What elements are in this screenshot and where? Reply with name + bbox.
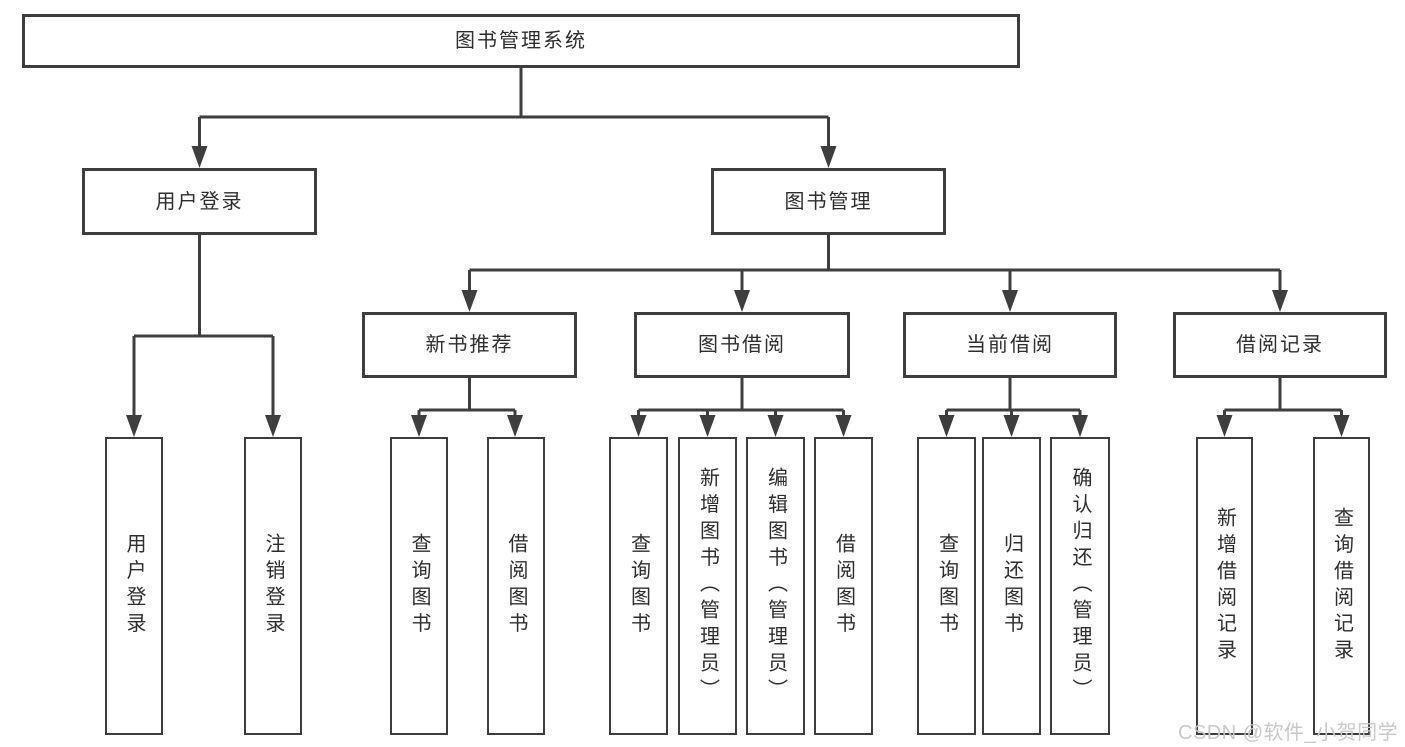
node-label: 图书借阅: [698, 334, 786, 356]
leaf-query-borrow-record: 查询借阅记录: [1313, 437, 1370, 735]
node-label: 查询图书: [935, 533, 958, 639]
leaf-add-borrow-record: 新增借阅记录: [1196, 437, 1253, 735]
arrowhead: [699, 415, 716, 437]
arrowhead: [938, 415, 955, 437]
arrowhead: [1003, 415, 1020, 437]
node-label: 图书管理: [784, 190, 873, 213]
edge-new-book-recommend-children: [417, 378, 517, 422]
leaf-current-query-books: 查询图书: [917, 437, 976, 735]
arrowhead: [191, 146, 208, 168]
node-label: 查询借阅记录: [1330, 506, 1353, 666]
arrowhead: [630, 415, 647, 437]
node-label: 编辑图书（管理员）: [764, 467, 787, 705]
edge-borrow-records-children: [1223, 378, 1343, 422]
node-library-management-system: 图书管理系统: [22, 14, 1020, 68]
leaf-confirm-return-admin: 确认归还（管理员）: [1050, 437, 1110, 735]
arrowhead: [1216, 415, 1233, 437]
arrowhead: [461, 290, 478, 312]
node-book-borrow: 图书借阅: [634, 312, 850, 378]
node-label: 借阅图书: [832, 533, 855, 639]
arrowhead: [1072, 415, 1088, 437]
node-label: 新增图书（管理员）: [696, 467, 719, 705]
leaf-edit-books-admin: 编辑图书（管理员）: [746, 437, 805, 735]
node-label: 查询图书: [408, 533, 430, 639]
leaf-borrow-books: 借阅图书: [814, 437, 873, 735]
node-label: 归还图书: [1000, 533, 1023, 639]
node-label: 确认归还（管理员）: [1069, 467, 1091, 705]
leaf-logout: 注销登录: [244, 437, 302, 735]
arrowhead: [1272, 290, 1288, 312]
node-label: 新增借阅记录: [1213, 506, 1236, 666]
csdn-watermark: CSDN @软件_小贺同学: [1178, 722, 1399, 744]
node-current-borrow: 当前借阅: [903, 312, 1117, 378]
edge-root-to-level2: [198, 68, 830, 150]
leaf-recommend-borrow-books: 借阅图书: [487, 437, 545, 735]
arrowhead: [820, 146, 837, 168]
leaf-recommend-query-books: 查询图书: [390, 437, 448, 735]
edge-user-login-children: [132, 235, 275, 420]
node-book-management: 图书管理: [711, 168, 946, 235]
arrowhead: [1333, 415, 1350, 437]
node-new-book-recommend: 新书推荐: [362, 312, 577, 378]
node-label: 新书推荐: [425, 334, 514, 356]
arrowhead: [835, 415, 852, 437]
leaf-user-login: 用户登录: [105, 437, 163, 735]
leaf-return-books: 归还图书: [982, 437, 1041, 735]
arrowhead: [1002, 290, 1018, 312]
arrowhead: [265, 415, 281, 437]
node-borrow-records: 借阅记录: [1173, 312, 1387, 378]
leaf-borrow-query-books: 查询图书: [609, 437, 668, 735]
node-label: 用户登录: [155, 190, 244, 213]
edge-book-management-children: [468, 235, 1282, 295]
arrowhead: [734, 290, 750, 312]
arrowhead: [126, 415, 142, 437]
node-label: 借阅记录: [1236, 334, 1324, 356]
node-label: 注销登录: [262, 533, 284, 639]
node-user-login: 用户登录: [82, 168, 317, 235]
arrowhead: [411, 415, 427, 437]
node-label: 查询图书: [627, 533, 650, 639]
node-label: 借阅图书: [505, 533, 527, 639]
node-label: 当前借阅: [966, 334, 1054, 356]
arrowhead: [507, 415, 523, 437]
edge-book-borrow-children: [637, 378, 845, 422]
arrowheads: [126, 146, 1350, 437]
node-label: 图书管理系统: [455, 30, 587, 52]
node-label: 用户登录: [123, 533, 145, 639]
leaf-add-books-admin: 新增图书（管理员）: [678, 437, 737, 735]
arrowhead: [767, 415, 784, 437]
